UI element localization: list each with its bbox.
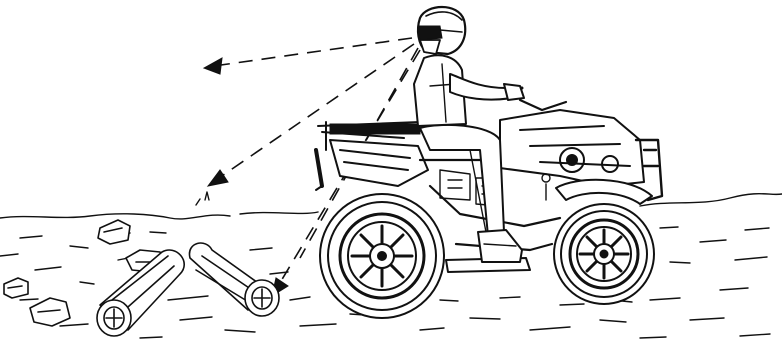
logs	[97, 243, 279, 336]
rock	[98, 220, 130, 244]
sight-line-far	[214, 38, 412, 66]
arrowhead-far	[204, 58, 222, 74]
rider-arm	[450, 74, 512, 100]
arrowhead-mid	[208, 170, 228, 186]
log-right	[189, 243, 279, 316]
rock	[4, 278, 28, 298]
seat	[330, 124, 420, 134]
goggles	[418, 26, 442, 40]
front-body	[500, 110, 644, 186]
rear-wheel	[320, 194, 444, 318]
rock	[30, 298, 70, 326]
rider-glove	[504, 84, 524, 100]
helmet-icon	[418, 7, 465, 54]
front-wheel	[554, 204, 654, 304]
